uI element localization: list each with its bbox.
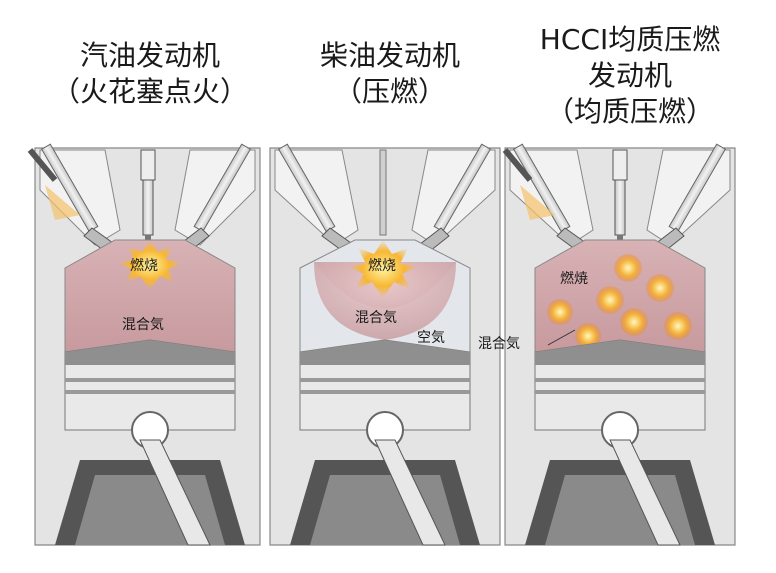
spark-plug-icon bbox=[612, 149, 628, 243]
mixture-label: 混合気 bbox=[478, 336, 520, 352]
title-line: （均质压燃） bbox=[545, 95, 714, 128]
diesel-injector-icon bbox=[379, 149, 387, 236]
title-line: 发动机 bbox=[587, 59, 672, 92]
gasoline-engine: 燃烧 混合気 bbox=[27, 143, 261, 546]
flame-icon bbox=[614, 254, 642, 282]
diesel-engine-title: 柴油发动机 （压燃） bbox=[270, 38, 510, 110]
title-line: （火花塞点火） bbox=[51, 75, 248, 108]
mixture-label: 混合気 bbox=[122, 317, 164, 333]
flame-icon bbox=[620, 308, 648, 336]
flame-icon bbox=[575, 323, 601, 349]
flame-icon bbox=[118, 240, 182, 290]
combustion-label: 燃烧 bbox=[368, 257, 396, 274]
flame-icon bbox=[547, 299, 573, 325]
mixture-label: 混合気 bbox=[355, 310, 397, 326]
combustion-label: 燃焼 bbox=[560, 270, 588, 287]
combustion-points bbox=[547, 254, 692, 349]
combustion-label: 燃烧 bbox=[130, 257, 158, 274]
flame-icon bbox=[646, 274, 674, 302]
title-line: （压燃） bbox=[333, 75, 446, 108]
title-line: HCCI均质压燃 bbox=[539, 23, 721, 56]
gasoline-engine-title: 汽油发动机 （火花塞点火） bbox=[30, 38, 270, 110]
flame-icon bbox=[596, 286, 624, 314]
title-line: 汽油发动机 bbox=[79, 39, 220, 72]
diesel-engine: 燃烧 混合気 空気 bbox=[269, 143, 501, 546]
fuel-injector-icon bbox=[27, 148, 80, 220]
title-line: 柴油发动机 bbox=[319, 39, 460, 72]
flame-icon bbox=[664, 312, 692, 340]
flame-icon bbox=[348, 240, 418, 298]
spark-plug-icon bbox=[140, 149, 156, 243]
fuel-injector-icon bbox=[502, 148, 555, 220]
hcci-engine: 燃焼 混合気 bbox=[478, 143, 736, 546]
air-label: 空気 bbox=[417, 330, 445, 346]
hcci-engine-title: HCCI均质压燃 发动机 （均质压燃） bbox=[505, 22, 755, 130]
